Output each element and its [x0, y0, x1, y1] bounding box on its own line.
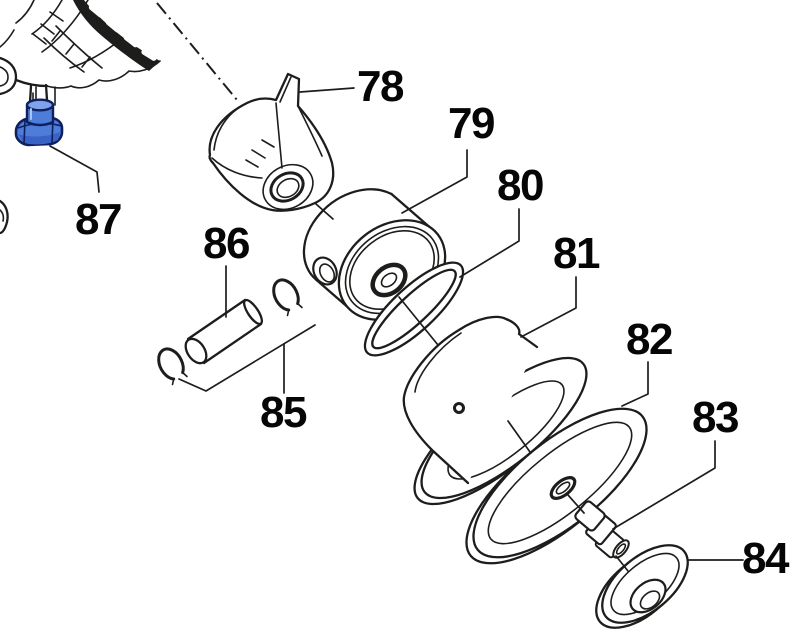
piston-hub: [370, 262, 408, 298]
rod-eye-boss: [262, 163, 314, 211]
assembly-axis-line: [156, 2, 238, 101]
leader-80: [459, 208, 520, 278]
circlip-right: [272, 278, 303, 317]
axis-segments: [315, 203, 629, 572]
part-87-plug: [14, 98, 64, 147]
callout-83: 83: [692, 393, 739, 442]
callout-81: 81: [553, 229, 600, 278]
piston-pin-bore: [312, 256, 338, 286]
part-84-retaining-plate: [595, 544, 689, 629]
callout-85: 85: [260, 388, 307, 437]
leader-87: [49, 145, 100, 193]
leader-85: [178, 324, 316, 392]
part-81-diaphragm-support: [402, 315, 588, 506]
part-80-o-ring: [363, 261, 465, 357]
plug-cap-top: [25, 98, 55, 112]
part-78-conrod-saddle: [208, 72, 335, 212]
part-85-circlips: [157, 278, 303, 386]
support-vent-hole: [453, 402, 465, 414]
callout-79: 79: [448, 99, 495, 148]
leader-78: [299, 87, 355, 93]
leader-83: [612, 440, 716, 530]
leader-lines: [49, 87, 744, 561]
leader-79: [401, 149, 468, 214]
crankcase-slots: [88, 4, 157, 61]
part-86-piston-pin: [184, 298, 264, 365]
part-83-screw: [574, 500, 630, 559]
callout-87: 87: [75, 195, 122, 244]
callout-84: 84: [742, 534, 789, 583]
leader-81: [520, 276, 577, 338]
crankcase-broken-edge: [73, 0, 160, 71]
callout-78: 78: [357, 62, 404, 111]
callout-80: 80: [497, 161, 544, 210]
callout-86: 86: [203, 219, 250, 268]
plug-hex-shading: [18, 132, 60, 145]
callout-82: 82: [626, 315, 673, 364]
crankcase-fragment: [0, 0, 161, 235]
circlip-left: [157, 347, 188, 386]
leader-82: [621, 361, 649, 407]
